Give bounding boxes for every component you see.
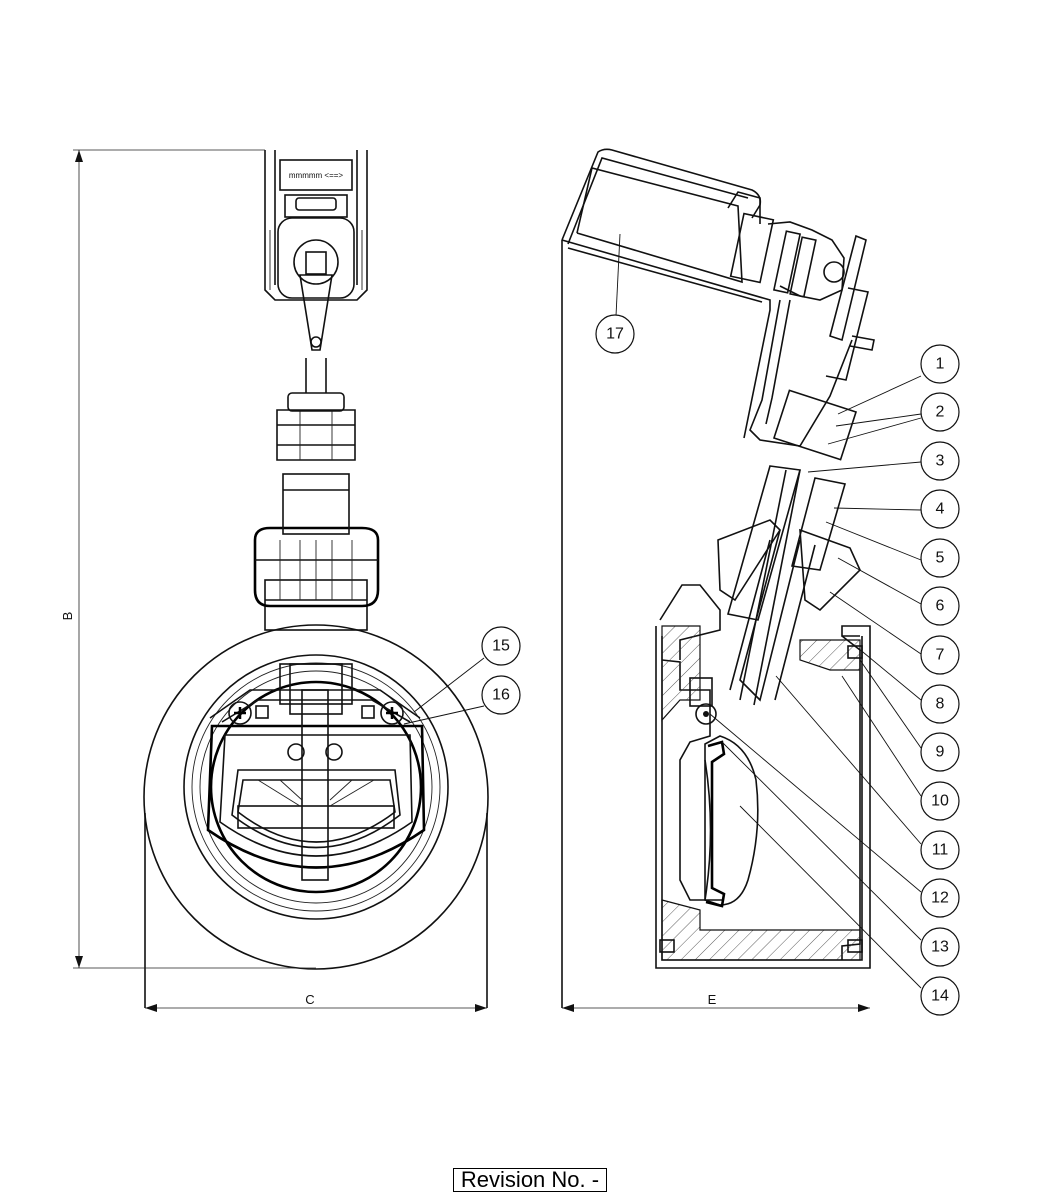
svg-text:10: 10 [931, 793, 949, 810]
dimension-e-label: E [708, 992, 717, 1007]
svg-text:15: 15 [492, 638, 510, 655]
front-body-outline [143, 624, 489, 970]
balloon-11: 11 [920, 830, 960, 870]
balloon-15: 15 [481, 626, 521, 666]
section-bushing-right [790, 477, 847, 571]
balloon-10: 10 [920, 781, 960, 821]
front-frame [206, 724, 426, 869]
screw-icon [380, 701, 404, 725]
balloon-14: 14 [920, 976, 960, 1016]
section-view [561, 148, 875, 1008]
balloon-9: 9 [920, 732, 960, 772]
section-spring [739, 529, 801, 702]
svg-text:16: 16 [492, 687, 510, 704]
balloon-2: 2 [920, 392, 960, 432]
svg-text:9: 9 [936, 744, 945, 761]
balloon-3: 3 [920, 441, 960, 481]
front-view: mmmmm <==> [143, 150, 489, 1008]
svg-text:14: 14 [931, 988, 949, 1005]
section-bushing-left [726, 465, 802, 621]
section-disc [704, 735, 759, 906]
svg-text:3: 3 [936, 453, 945, 470]
front-lever-arm [299, 274, 333, 351]
svg-text:8: 8 [936, 696, 945, 713]
balloon-4: 4 [920, 489, 960, 529]
section-dimensions: E [562, 992, 870, 1012]
balloon-16: 16 [481, 675, 521, 715]
svg-text:11: 11 [932, 842, 949, 859]
svg-text:6: 6 [936, 598, 945, 615]
front-union-nut [253, 526, 380, 608]
nameplate-text: mmmmm <==> [289, 171, 344, 180]
dimension-b-label: B [60, 612, 75, 621]
leader-lines [403, 233, 922, 989]
front-dimensions: B C [60, 149, 487, 1012]
svg-text:5: 5 [936, 550, 945, 567]
balloon-5: 5 [920, 538, 960, 578]
screw-icon [228, 701, 252, 725]
balloon-8: 8 [920, 684, 960, 724]
balloon-1: 1 [920, 344, 960, 384]
balloon-12: 12 [920, 878, 960, 918]
balloon-7: 7 [920, 635, 960, 675]
svg-text:13: 13 [931, 939, 949, 956]
svg-text:12: 12 [931, 890, 949, 907]
balloon-13: 13 [920, 927, 960, 967]
front-body-sides [144, 813, 488, 1008]
svg-text:7: 7 [936, 647, 945, 664]
revision-label: Revision No. - [453, 1168, 607, 1192]
balloon-6: 6 [920, 586, 960, 626]
svg-text:2: 2 [936, 404, 945, 421]
svg-text:1: 1 [936, 356, 945, 373]
dimension-c-label: C [305, 992, 314, 1007]
svg-text:4: 4 [936, 501, 945, 518]
balloon-17: 17 [595, 314, 635, 354]
svg-text:17: 17 [606, 326, 624, 343]
